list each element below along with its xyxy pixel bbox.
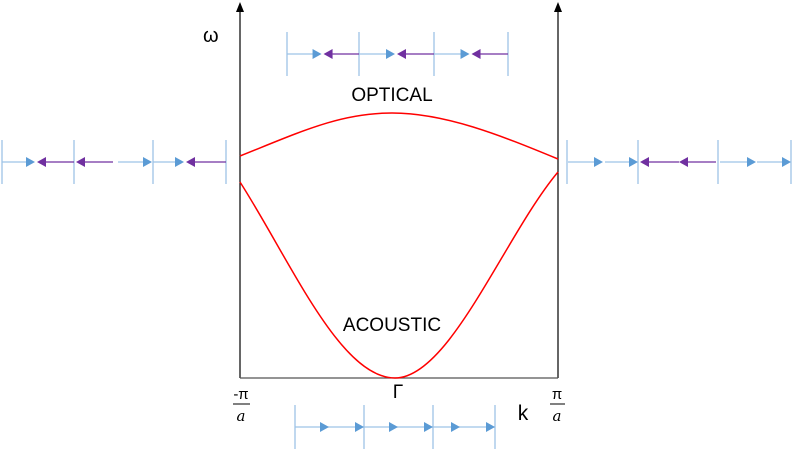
acoustic-label: ACOUSTIC [343,315,441,336]
arrow-right-icon [175,157,184,167]
arrow-right-icon [747,157,756,167]
arrow-right-icon [386,49,395,59]
arrow-left-icon [640,157,649,167]
arrow-right-icon [389,422,398,432]
arrow-left-icon [679,157,688,167]
arrow-right-icon [486,422,495,432]
y-axis-label: ω [203,25,219,47]
right-boundary-denominator: a [553,407,562,425]
arrow-right-icon [320,422,329,432]
arrow-right-icon [782,157,791,167]
arrow-left-icon [186,157,195,167]
arrow-left-icon [397,49,406,59]
arrow-right-icon [451,422,460,432]
atom-chains [1,32,792,449]
optical-label: OPTICAL [351,85,432,106]
arrow-right-icon [424,422,433,432]
arrow-right-icon [460,49,470,59]
gamma-label: Γ [393,382,403,403]
arrow-left-icon [37,157,46,167]
x-axis-label: k [518,402,529,425]
optical-branch [239,112,559,160]
arrow-left-icon [471,49,481,59]
arrow-right-icon [629,157,638,167]
arrow-right-icon [594,157,603,167]
acoustic-branch [239,171,559,379]
arrow-left-icon [323,49,333,59]
arrow-right-icon [355,422,364,432]
left-boundary-denominator: a [237,407,246,425]
arrow-right-icon [143,157,152,167]
left-boundary-numerator: -π [233,386,248,403]
right-boundary-numerator: π [552,386,562,403]
arrow-left-icon [76,157,85,167]
arrow-right-icon [26,157,35,167]
arrow-right-icon [312,49,322,59]
